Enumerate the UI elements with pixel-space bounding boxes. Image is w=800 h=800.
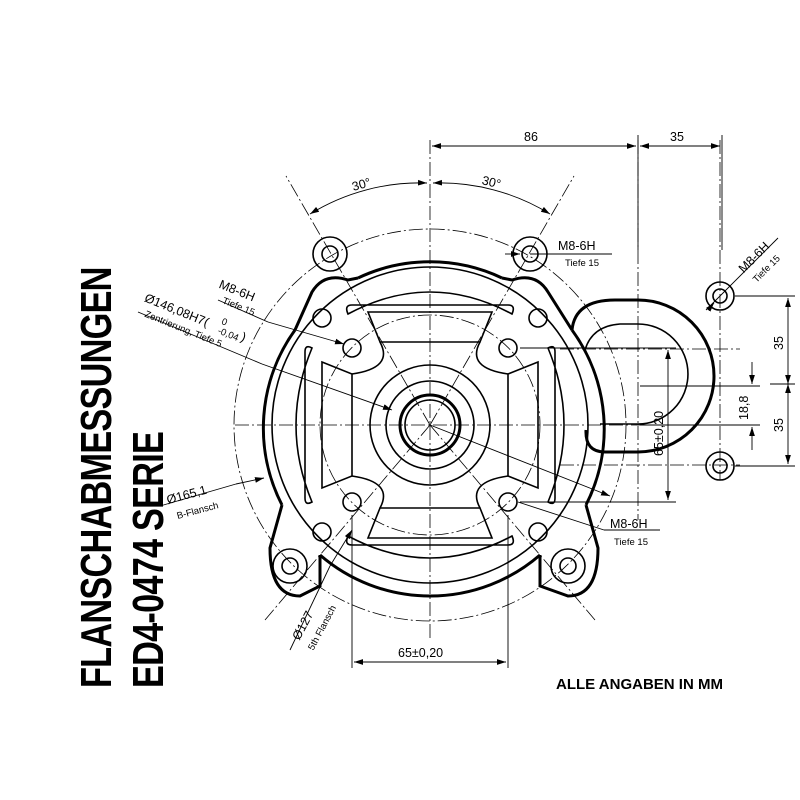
dim-right-65: 65±0,20 <box>652 411 666 456</box>
dim-18-8: 18,8 <box>737 396 751 420</box>
dim-right-35-bottom: 35 <box>772 418 786 432</box>
fifth-flange-note: 5th Flansch <box>306 604 339 653</box>
thread-bottom: M8-6H <box>610 517 648 531</box>
thread-bottom-depth: Tiefe 15 <box>614 537 648 548</box>
thread-top-depth: Tiefe 15 <box>565 258 599 269</box>
dim-top-35: 35 <box>670 130 684 144</box>
bolt-holes <box>272 236 735 584</box>
dim-right-35-top: 35 <box>772 336 786 350</box>
centering-close: ) <box>239 330 248 345</box>
centering-dim: Ø146,08H7( 0 -0,04 ) Zentrierung, Tiefe … <box>143 291 249 350</box>
dim-angle-left: 30° <box>350 175 372 194</box>
center-lines <box>233 140 740 640</box>
units-note: ALLE ANGABEN IN MM <box>556 676 723 693</box>
b-flange-note: B-Flansch <box>176 500 220 522</box>
centering-tol-top: 0 <box>220 316 229 328</box>
dim-angle-right: 30° <box>481 173 503 191</box>
dim-top-86: 86 <box>524 130 538 144</box>
thread-top: M8-6H <box>558 239 596 253</box>
dim-bottom-65: 65±0,20 <box>398 646 443 660</box>
flange-outline <box>261 260 716 598</box>
dimension-lines <box>137 135 795 668</box>
